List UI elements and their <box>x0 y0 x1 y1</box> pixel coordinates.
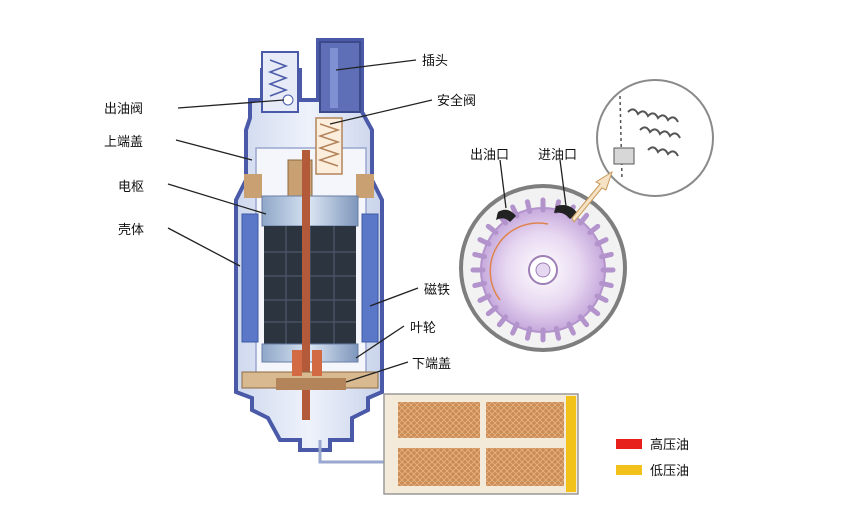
impeller-tooth <box>587 223 601 236</box>
outlet-valve-ball <box>282 94 294 106</box>
label-housing: 壳体 <box>118 223 145 238</box>
zoom-dash <box>619 95 623 181</box>
pump-body <box>234 38 384 464</box>
outlet-valve-spring <box>267 59 289 97</box>
shaft <box>302 150 310 420</box>
label-inlet-port: 进油口 <box>538 148 578 163</box>
impeller-tooth <box>477 237 492 247</box>
bearing-left <box>292 350 302 376</box>
upper-cover-left <box>244 174 262 198</box>
leader-lines <box>167 59 567 383</box>
inlet-port-mark <box>554 205 578 219</box>
filter-mesh-1 <box>398 402 480 438</box>
label-magnet: 磁铁 <box>424 283 451 298</box>
impeller-block <box>276 378 346 390</box>
zoom-port <box>613 147 635 165</box>
label-impeller: 叶轮 <box>410 321 437 336</box>
outlet-port-mark <box>496 209 516 222</box>
impeller-tooth <box>485 304 499 317</box>
legend-label-high-pressure: 高压油 <box>650 438 690 453</box>
label-armature: 电枢 <box>118 180 145 195</box>
inlet-tube <box>318 440 384 464</box>
impeller-tooth <box>510 204 520 219</box>
bearing-right <box>312 350 322 376</box>
impeller-tooth <box>477 293 492 303</box>
impeller-tooth <box>587 304 601 317</box>
zoom-circle <box>596 79 714 197</box>
impeller-tooth <box>472 280 488 289</box>
impeller-tooth <box>594 237 609 247</box>
filter-mesh-4 <box>486 448 564 486</box>
impeller-hub-inner <box>535 262 551 278</box>
impeller-tooth <box>577 212 590 226</box>
filter-mesh-3 <box>398 448 480 486</box>
upper-cover-right <box>356 174 374 198</box>
impeller-tooth <box>510 321 520 336</box>
magnet-right <box>361 213 379 343</box>
filter-mesh-2 <box>486 402 564 438</box>
magnet-left <box>241 213 259 343</box>
impeller-tooth <box>496 314 509 328</box>
legend-label-low-pressure: 低压油 <box>650 464 690 479</box>
zoom-arrow <box>571 170 613 223</box>
label-plug: 插头 <box>422 54 449 69</box>
legend-swatch-low-pressure <box>616 465 642 475</box>
label-outlet-port: 出油口 <box>470 148 510 163</box>
zoom-detail <box>571 79 714 223</box>
impeller-tooth <box>577 314 590 328</box>
impeller-tooth <box>472 251 488 260</box>
impeller-tooth <box>598 280 614 289</box>
impeller-teeth <box>470 197 616 343</box>
impeller-tooth <box>485 223 499 236</box>
label-outlet-valve: 出油阀 <box>104 102 144 117</box>
zoom-teeth <box>627 108 681 157</box>
impeller-tooth <box>553 325 562 341</box>
impeller-tooth <box>598 251 614 260</box>
plug-connector <box>319 41 361 113</box>
impeller-tooth <box>594 293 609 303</box>
label-safety-valve: 安全阀 <box>437 94 477 109</box>
impeller-tooth <box>566 321 576 336</box>
flow-arc <box>489 222 549 301</box>
label-lower-cover: 下端盖 <box>412 357 452 372</box>
filter-yellow-band <box>566 396 576 492</box>
impeller-tooth <box>524 325 533 341</box>
safety-valve-spring <box>317 123 341 167</box>
impeller-section <box>459 184 627 352</box>
plug-pin <box>330 48 338 108</box>
label-upper-cover: 上端盖 <box>104 135 144 150</box>
filter <box>383 393 579 495</box>
legend-swatch-high-pressure <box>616 439 642 449</box>
impeller-tooth <box>524 199 533 215</box>
